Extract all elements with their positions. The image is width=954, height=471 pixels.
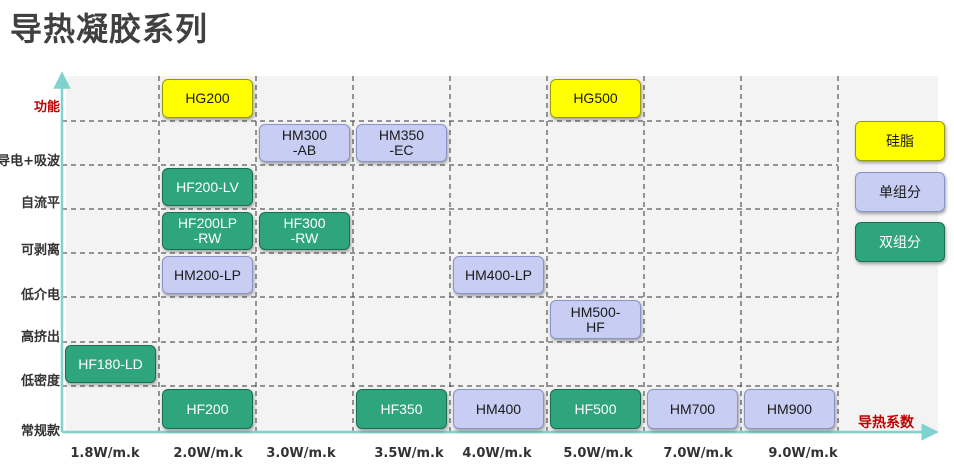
x-tick-label: 1.8W/m.k: [70, 446, 140, 461]
x-tick-label: 9.0W/m.k: [768, 446, 838, 461]
product-box: HF500: [550, 389, 641, 429]
product-box: HM900: [744, 389, 835, 429]
x-tick-label: 2.0W/m.k: [173, 446, 243, 461]
product-box: HM400-LP: [453, 256, 544, 294]
x-tick-label: 4.0W/m.k: [462, 446, 532, 461]
product-box: HM500- HF: [550, 300, 641, 339]
product-box: HG500: [550, 79, 641, 118]
y-tick-label: 常规款: [20, 424, 60, 439]
y-tick-label: 可剥离: [20, 243, 60, 258]
legend-item: 双组分: [855, 222, 945, 262]
product-box: HM700: [647, 389, 738, 429]
chart-background: [66, 76, 938, 434]
horizontal-grid-lines: [62, 120, 838, 387]
y-tick-label: 低介电: [20, 288, 60, 303]
product-box: HM200-LP: [162, 256, 253, 294]
x-tick-label: 7.0W/m.k: [663, 446, 733, 461]
product-box: HM400: [453, 389, 544, 429]
product-box: HF200LP -RW: [162, 212, 253, 250]
legend-item: 硅脂: [855, 121, 945, 161]
y-tick-label: 导电+吸波: [0, 154, 60, 169]
x-tick-label: 3.5W/m.k: [374, 446, 444, 461]
product-box: HF180-LD: [65, 345, 156, 383]
product-box: HF300 -RW: [259, 212, 350, 250]
y-tick-label: 低密度: [20, 374, 60, 389]
y-tick-label: 功能: [33, 100, 60, 115]
product-box: HM300 -AB: [259, 124, 350, 162]
product-box: HM350 -EC: [356, 124, 447, 162]
y-tick-label: 自流平: [20, 196, 60, 211]
page-title: 导热凝胶系列: [10, 10, 209, 48]
product-box: HG200: [162, 79, 253, 118]
x-tick-label: 5.0W/m.k: [563, 446, 633, 461]
product-box: HF200: [162, 389, 253, 429]
product-box: HF200-LV: [162, 168, 253, 206]
x-axis-title: 导热系数: [858, 415, 914, 431]
legend-item: 单组分: [855, 172, 945, 212]
y-tick-label: 高挤出: [20, 330, 60, 345]
product-box: HF350: [356, 389, 447, 429]
x-tick-label: 3.0W/m.k: [266, 446, 336, 461]
